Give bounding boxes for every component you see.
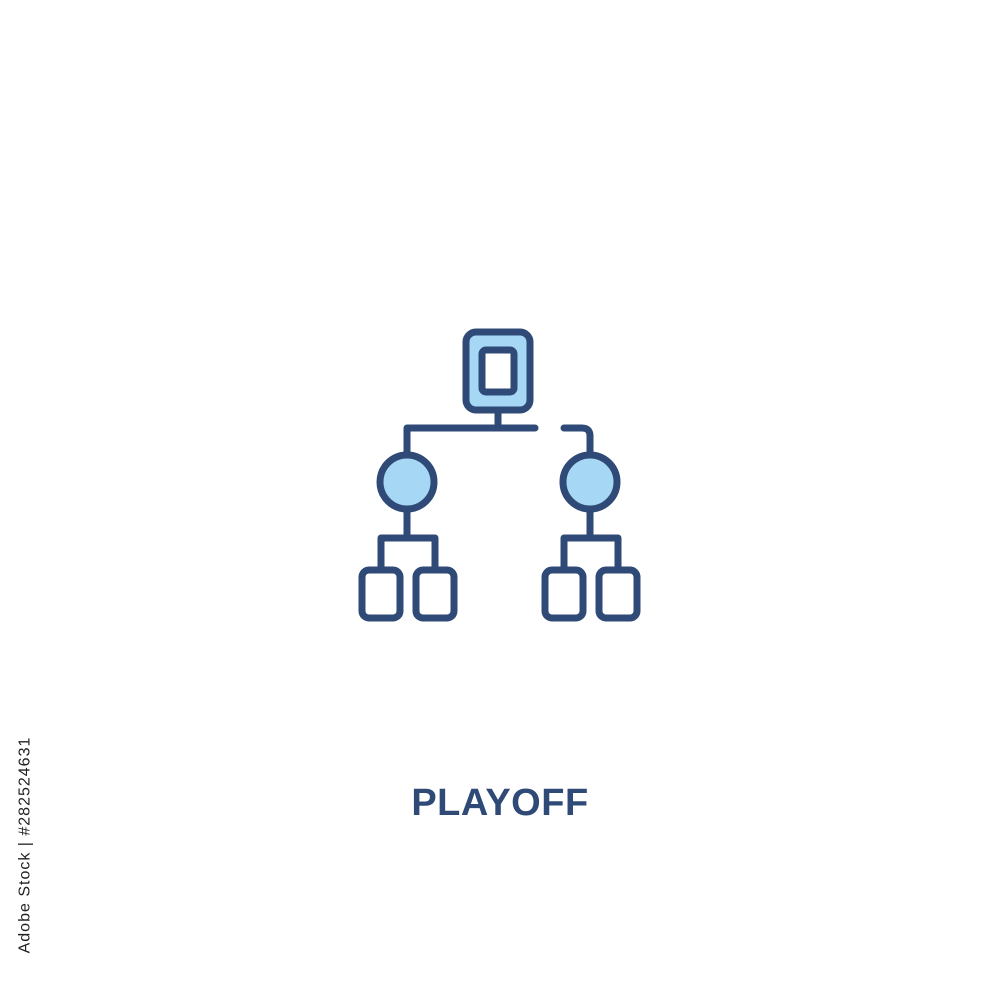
left-semifinal-circle xyxy=(376,451,438,513)
stock-id-label: Adobe Stock | #282524631 xyxy=(10,737,40,954)
right-semifinal-circle xyxy=(559,451,621,513)
caption-label: PLAYOFF xyxy=(411,782,589,824)
stock-id-text: Adobe Stock | #282524631 xyxy=(16,736,34,954)
right-connector-line xyxy=(560,424,594,458)
left-team-box-1 xyxy=(358,566,404,622)
right-team-box-1 xyxy=(541,566,587,622)
left-connector-line xyxy=(403,406,539,458)
right-lower-connector xyxy=(560,505,622,572)
playoff-bracket-icon xyxy=(358,328,641,622)
left-team-box-2 xyxy=(412,566,458,622)
left-lower-connector xyxy=(377,505,439,572)
champion-box-inner xyxy=(478,346,518,396)
right-team-box-2 xyxy=(595,566,641,622)
